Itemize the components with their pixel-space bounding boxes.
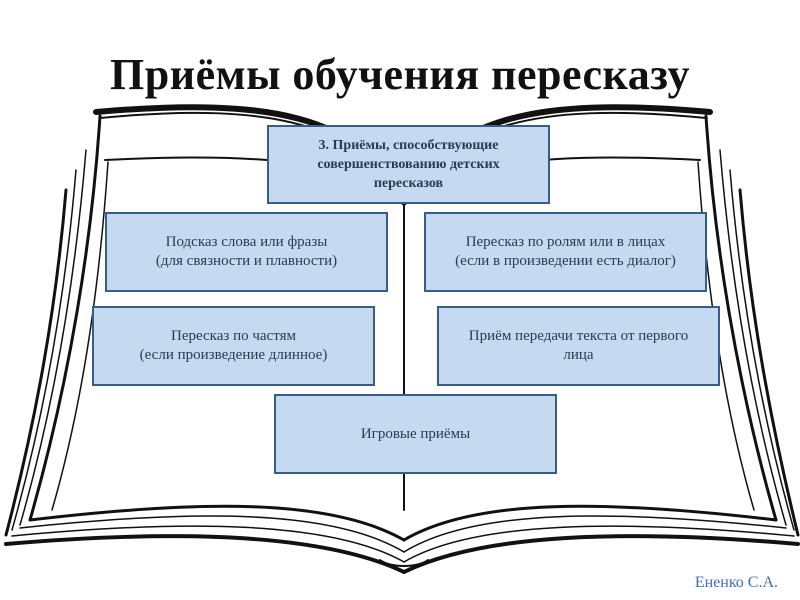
author-credit: Ененко С.А. xyxy=(695,574,778,592)
box-word-hint: Подсказ слова или фразы (для связности и… xyxy=(105,212,388,292)
box-first-person: Приём передачи текста от первого лица xyxy=(437,306,720,386)
slide-title: Приёмы обучения пересказу xyxy=(0,48,800,102)
box-game-techniques: Игровые приёмы xyxy=(274,394,557,474)
box-parts-retelling: Пересказ по частям (если произведение дл… xyxy=(92,306,375,386)
header-box: 3. Приёмы, способствующие совершенствова… xyxy=(267,125,550,204)
box-role-retelling: Пересказ по ролям или в лицах (если в пр… xyxy=(424,212,707,292)
